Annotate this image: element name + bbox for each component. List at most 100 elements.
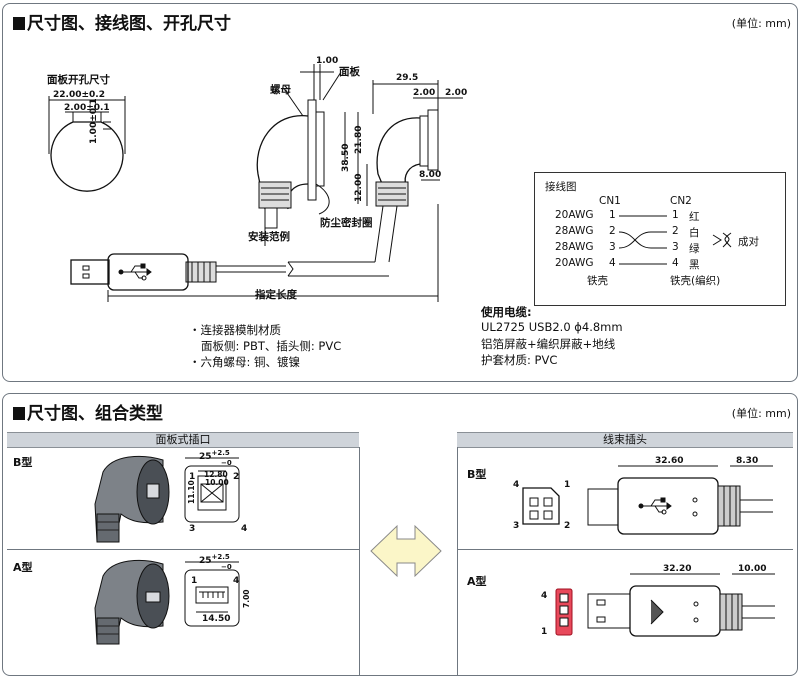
row-divider — [457, 549, 793, 550]
cutout-drawing — [48, 96, 126, 192]
wire-pin-cn1: 4 — [609, 257, 616, 269]
b-type-plug-label: B型 — [467, 468, 487, 481]
wire-color: 绿 — [689, 243, 700, 255]
b-pin-2: 2 — [233, 472, 240, 482]
dimension-panel: 尺寸图、接线图、开孔尺寸 (单位: mm) 面板开孔尺寸 22.00±0.2 2… — [2, 3, 798, 382]
dim-8-00: 8.00 — [419, 170, 442, 180]
combination-panel: 尺寸图、组合类型 (单位: mm) 面板式插口 线束插头 B型 A型 B型 A型 — [2, 393, 798, 676]
wire-awg: 28AWG — [555, 225, 594, 237]
b-width-dim: 25+2.5 — [199, 449, 230, 462]
cable-line-4: 护套材质: PVC — [481, 353, 558, 367]
dim-2-00-b: 2.00 — [445, 88, 468, 98]
specified-length-label: 指定长度 — [255, 289, 297, 301]
panel-header: 尺寸图、组合类型 (单位: mm) — [3, 394, 797, 424]
cable-line-3: 铝箔屏蔽+编织屏蔽+地线 — [481, 337, 616, 351]
wire-awg: 28AWG — [555, 241, 594, 253]
wire-awg: 20AWG — [555, 209, 594, 221]
dim-38-50: 38.50 — [341, 143, 351, 172]
connector-side-drawing — [70, 64, 463, 302]
panel-callout: 面板 — [339, 66, 360, 78]
wire-color: 红 — [689, 211, 700, 223]
b-type-label: B型 — [13, 456, 33, 469]
b-pin-4: 4 — [241, 524, 248, 534]
b-tol-lower: −0 — [221, 459, 232, 467]
a-tol-lower: −0 — [221, 563, 232, 571]
cable-line-2: UL2725 USB2.0 ϕ4.8mm — [481, 320, 623, 334]
a-plug-dim-1: 32.20 — [663, 564, 692, 574]
a-pin-1: 1 — [191, 576, 198, 586]
cutout-width: 2.00±0.1 — [64, 103, 110, 113]
cn1-label: CN1 — [599, 195, 621, 207]
wiring-title: 接线图 — [545, 181, 577, 193]
b-dim-12-80: 12.80 — [204, 470, 228, 479]
row-divider — [7, 549, 359, 550]
wire-pin-cn1: 1 — [609, 209, 616, 221]
square-bullet-icon — [13, 17, 25, 30]
dim-2-00-a: 2.00 — [413, 88, 436, 98]
nut-callout: 螺母 — [270, 84, 291, 96]
dim-12-00: 12.00 — [354, 173, 364, 202]
wire-pin-cn2: 3 — [672, 241, 679, 253]
panel-receptacle-header: 面板式插口 — [7, 432, 359, 448]
b-pin-1: 1 — [189, 472, 196, 482]
wire-pin-cn1: 2 — [609, 225, 616, 237]
dim-29-5: 29.5 — [396, 73, 419, 83]
a-pin-4: 4 — [233, 576, 240, 586]
mount-example-label: 安装范例 — [248, 231, 290, 243]
receptacle-drawings — [94, 455, 240, 645]
material-line-2: 面板侧: PBT、插头侧: PVC — [201, 339, 342, 353]
wire-color: 白 — [689, 227, 700, 239]
wire-pin-cn2: 4 — [672, 257, 679, 269]
b-pin-3: 3 — [189, 524, 196, 534]
unit-label: (单位: mm) — [731, 407, 791, 420]
a-width-dim: 25+2.5 — [199, 553, 230, 566]
material-line-3: ・六角螺母: 铜、镀镍 — [189, 355, 301, 369]
a-width-value: 25 — [199, 556, 212, 566]
wiring-lines — [618, 215, 732, 265]
b-plug-dim-2: 8.30 — [736, 456, 759, 466]
cutout-diameter: 22.00±0.2 — [53, 90, 105, 100]
wire-pin-cn2: 2 — [672, 225, 679, 237]
b-dim-10-00: 10.00 — [205, 478, 229, 487]
section-title-text: 尺寸图、接线图、开孔尺寸 — [27, 14, 231, 34]
b-plug-pin-1: 1 — [564, 480, 571, 490]
b-tol-upper: +2.5 — [211, 449, 230, 457]
column-divider — [457, 447, 458, 675]
a-plug-dim-2: 10.00 — [738, 564, 767, 574]
section-title-text: 尺寸图、组合类型 — [27, 404, 163, 424]
unit-label: (单位: mm) — [731, 17, 791, 30]
cutout-title: 面板开孔尺寸 — [47, 74, 110, 86]
a-plug-pin-4: 4 — [541, 591, 548, 601]
wire-color: 黑 — [689, 259, 700, 271]
b-plug-dim-1: 32.60 — [655, 456, 684, 466]
cn2-label: CN2 — [670, 195, 692, 207]
a-tol-upper: +2.5 — [211, 553, 230, 561]
b-plug-pin-2: 2 — [564, 521, 571, 531]
dust-seal-label: 防尘密封圈 — [320, 217, 373, 229]
a-type-label: A型 — [13, 561, 33, 574]
shell-cn2: 铁壳(编织) — [670, 275, 721, 287]
a-type-plug-label: A型 — [467, 575, 487, 588]
b-plug-pin-3: 3 — [513, 521, 520, 531]
a-dim-14-50: 14.50 — [202, 614, 231, 624]
a-plug-pin-1: 1 — [541, 627, 548, 637]
column-divider — [359, 447, 360, 675]
section-title: 尺寸图、组合类型 — [13, 399, 163, 424]
panel-header: 尺寸图、接线图、开孔尺寸 (单位: mm) — [3, 4, 797, 34]
b-width-value: 25 — [199, 452, 212, 462]
plug-drawings — [522, 465, 775, 637]
combination-arrow-icon — [370, 524, 442, 578]
b-plug-pin-4: 4 — [513, 480, 520, 490]
material-line-1: ・连接器模制材质 — [189, 323, 281, 337]
dim-21-80: 21.80 — [354, 125, 364, 154]
wire-awg: 20AWG — [555, 257, 594, 269]
shell-cn1: 铁壳 — [587, 275, 608, 287]
square-bullet-icon — [13, 407, 25, 420]
cable-line-1: 使用电缆: — [481, 305, 532, 319]
wiring-diagram: 接线图 CN1 CN2 20AWG 1 1 红 28AWG 2 2 白 28AW… — [534, 172, 786, 306]
panel-thickness-dim: 1.00 — [316, 56, 339, 66]
wire-pin-cn2: 1 — [672, 209, 679, 221]
wire-pin-cn1: 3 — [609, 241, 616, 253]
twisted-pair-label: 成对 — [738, 236, 759, 248]
section-title: 尺寸图、接线图、开孔尺寸 — [13, 9, 231, 34]
